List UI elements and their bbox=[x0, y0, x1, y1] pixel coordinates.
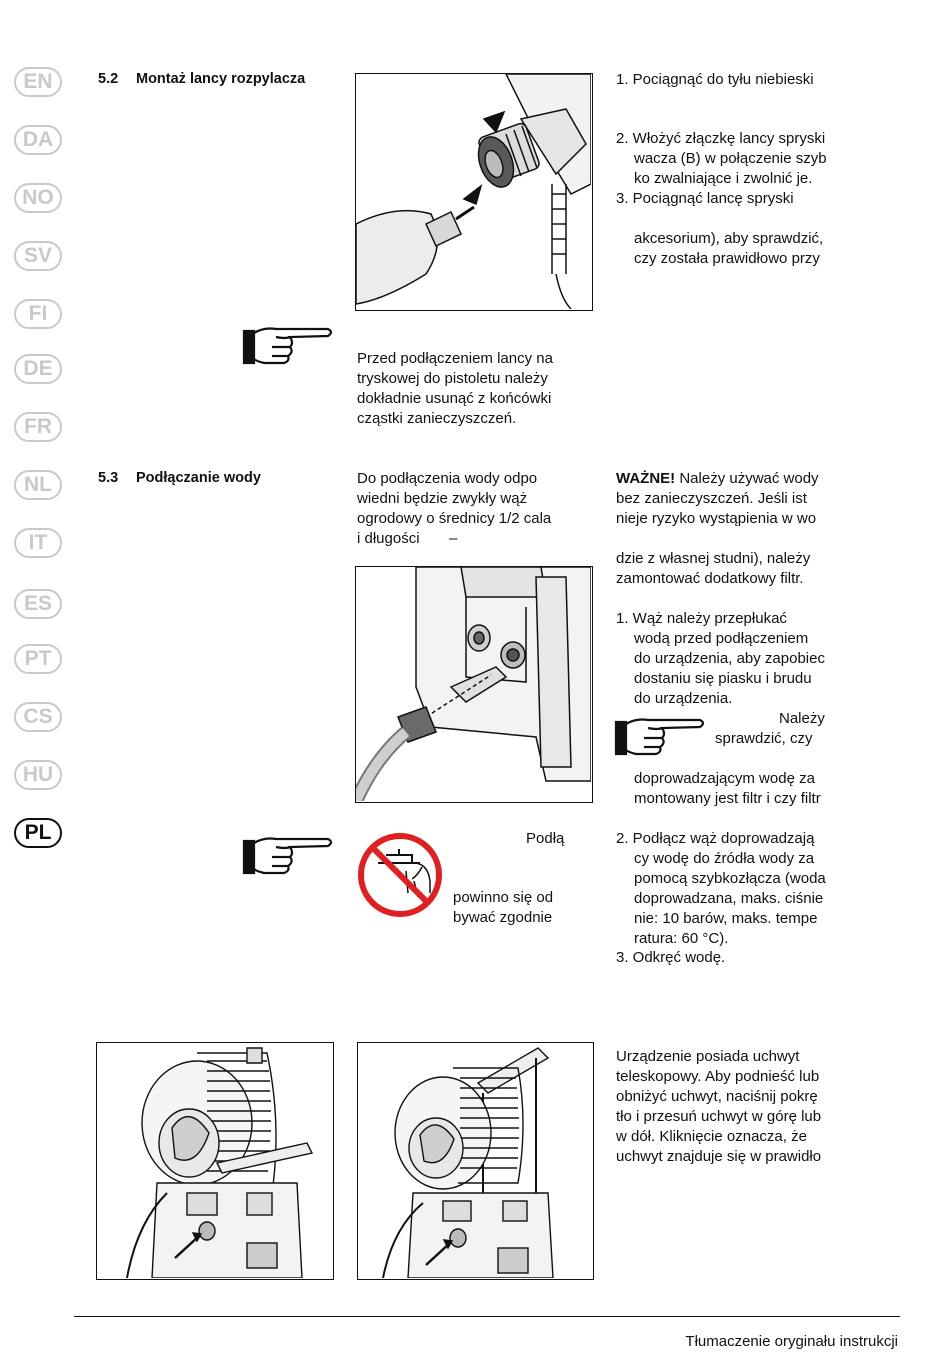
lang-tab-pl[interactable]: PL bbox=[14, 818, 62, 848]
section-title: Podłączanie wody bbox=[136, 470, 261, 486]
footer-text: Tłumaczenie oryginału instrukcji bbox=[685, 1333, 898, 1350]
step-5-3-2-cont2: pomocą szybkozłącza (woda bbox=[634, 870, 826, 887]
important-line-2: bez zanieczyszczeń. Jeśli ist bbox=[616, 490, 807, 507]
lang-tab-cs[interactable]: CS bbox=[14, 702, 62, 732]
no-tap-water-icon bbox=[356, 831, 444, 924]
step-5-3-2: 2. Podłącz wąż doprowadzają bbox=[616, 830, 815, 847]
intro-dash: – bbox=[449, 530, 458, 547]
lang-tab-nl[interactable]: NL bbox=[14, 470, 62, 500]
section-number: 5.2 bbox=[98, 71, 119, 87]
intro-line-3: ogrodowy o średnicy 1/2 cala bbox=[357, 510, 552, 527]
lance-assembly-figure bbox=[355, 73, 593, 311]
step-5-3-1-cont: wodą przed podłączeniem bbox=[634, 630, 809, 647]
pointing-hand-icon bbox=[242, 323, 336, 374]
lang-tab-sv[interactable]: SV bbox=[14, 241, 62, 271]
note-5-2-line-3: dokładnie usunąć z końcówki bbox=[357, 390, 552, 407]
hint-line-1: Należy bbox=[779, 710, 825, 727]
step-5-3-2-cont5: ratura: 60 °C). bbox=[634, 930, 729, 947]
handle-text-line-2: teleskopowy. Aby podnieść lub bbox=[616, 1068, 820, 1085]
hint-line-2: sprawdzić, czy bbox=[715, 730, 813, 747]
intro-line-1: Do podłączenia wody odpo bbox=[357, 470, 538, 487]
lang-tab-en[interactable]: EN bbox=[14, 67, 62, 97]
handle-text-line-4: tło i przesuń uchwyt w górę lub bbox=[616, 1108, 822, 1125]
handle-text-line-6: uchwyt znajduje się w prawidło bbox=[616, 1148, 822, 1165]
step-5-3-1-cont2: do urządzenia, aby zapobiec bbox=[634, 650, 825, 667]
warning-line-3: bywać zgodnie bbox=[453, 909, 553, 926]
step-5-2-2-cont: wacza (B) w połączenie szyb bbox=[634, 150, 827, 167]
warning-line-2: powinno się od bbox=[453, 889, 554, 906]
section-5-2-heading: 5.2 Montaż lancy rozpylacza bbox=[98, 71, 305, 87]
important-line-5: zamontować dodatkowy filtr. bbox=[616, 570, 804, 587]
step-5-3-1-cont4: do urządzenia. bbox=[634, 690, 733, 707]
water-connection-figure bbox=[355, 566, 593, 803]
lang-tab-pt[interactable]: PT bbox=[14, 644, 62, 674]
note-5-2-line-1: Przed podłączeniem lancy na bbox=[357, 350, 553, 367]
lang-tab-hu[interactable]: HU bbox=[14, 760, 62, 790]
handle-text-line-3: obniżyć uchwyt, naciśnij pokrę bbox=[616, 1088, 818, 1105]
handle-raised-figure bbox=[357, 1042, 594, 1280]
section-title: Montaż lancy rozpylacza bbox=[136, 71, 306, 87]
footer-divider bbox=[74, 1316, 900, 1317]
pointing-hand-icon bbox=[242, 833, 336, 884]
handle-text-line-5: w dół. Kliknięcie oznacza, że bbox=[616, 1128, 807, 1145]
lang-tab-fr[interactable]: FR bbox=[14, 412, 62, 442]
handle-lowered-figure bbox=[96, 1042, 334, 1280]
step-5-2-3-cont: akcesorium), aby sprawdzić, bbox=[634, 230, 824, 247]
step-5-3-3: 3. Odkręć wodę. bbox=[616, 949, 726, 966]
important-line-3: nieje ryzyko wystąpienia w wo bbox=[616, 510, 817, 527]
step-5-3-2-cont4: nie: 10 barów, maks. tempe bbox=[634, 910, 818, 927]
lang-tab-de[interactable]: DE bbox=[14, 354, 62, 384]
step-5-2-3-cont2: czy została prawidłowo przy bbox=[634, 250, 820, 267]
important-text: Należy używać wody bbox=[675, 470, 819, 487]
step-5-3-1: 1. Wąż należy przepłukać bbox=[616, 610, 787, 627]
step-5-3-2-cont3: doprowadzana, maks. ciśnie bbox=[634, 890, 824, 907]
step-5-3-1-cont3: dostaniu się piasku i brudu bbox=[634, 670, 812, 687]
pointing-hand-icon bbox=[614, 714, 708, 765]
lang-tab-it[interactable]: IT bbox=[14, 528, 62, 558]
note-5-2-line-2: tryskowej do pistoletu należy bbox=[357, 370, 548, 387]
step-5-2-2: 2. Włożyć złączkę lancy spryski bbox=[616, 130, 826, 147]
hint-line-4: montowany jest filtr i czy filtr bbox=[634, 790, 821, 807]
section-number: 5.3 bbox=[98, 470, 119, 486]
section-5-3-heading: 5.3 Podłączanie wody bbox=[98, 470, 261, 486]
step-5-2-2-cont2: ko zwalniające i zwolnić je. bbox=[634, 170, 813, 187]
lang-tab-da[interactable]: DA bbox=[14, 125, 62, 155]
handle-text-line-1: Urządzenie posiada uchwyt bbox=[616, 1048, 800, 1065]
step-5-3-2-cont: cy wodę do źródła wody za bbox=[634, 850, 815, 867]
lang-tab-no[interactable]: NO bbox=[14, 183, 62, 213]
step-5-2-3: 3. Pociągnąć lancę spryski bbox=[616, 190, 794, 207]
lang-tab-fi[interactable]: FI bbox=[14, 299, 62, 329]
warning-line-1: Podłą bbox=[526, 830, 565, 847]
note-5-2-line-4: cząstki zanieczyszczeń. bbox=[357, 410, 517, 427]
intro-line-4: i długości bbox=[357, 530, 420, 547]
important-line-4: dzie z własnej studni), należy bbox=[616, 550, 811, 567]
lang-tab-es[interactable]: ES bbox=[14, 589, 62, 619]
hint-line-3: doprowadzającym wodę za bbox=[634, 770, 815, 787]
step-5-2-1: 1. Pociągnąć do tyłu niebieski bbox=[616, 71, 814, 88]
important-label: WAŻNE! bbox=[616, 470, 676, 487]
intro-line-2: wiedni będzie zwykły wąż bbox=[357, 490, 528, 507]
important-line-1: WAŻNE! Należy używać wody bbox=[616, 469, 819, 489]
